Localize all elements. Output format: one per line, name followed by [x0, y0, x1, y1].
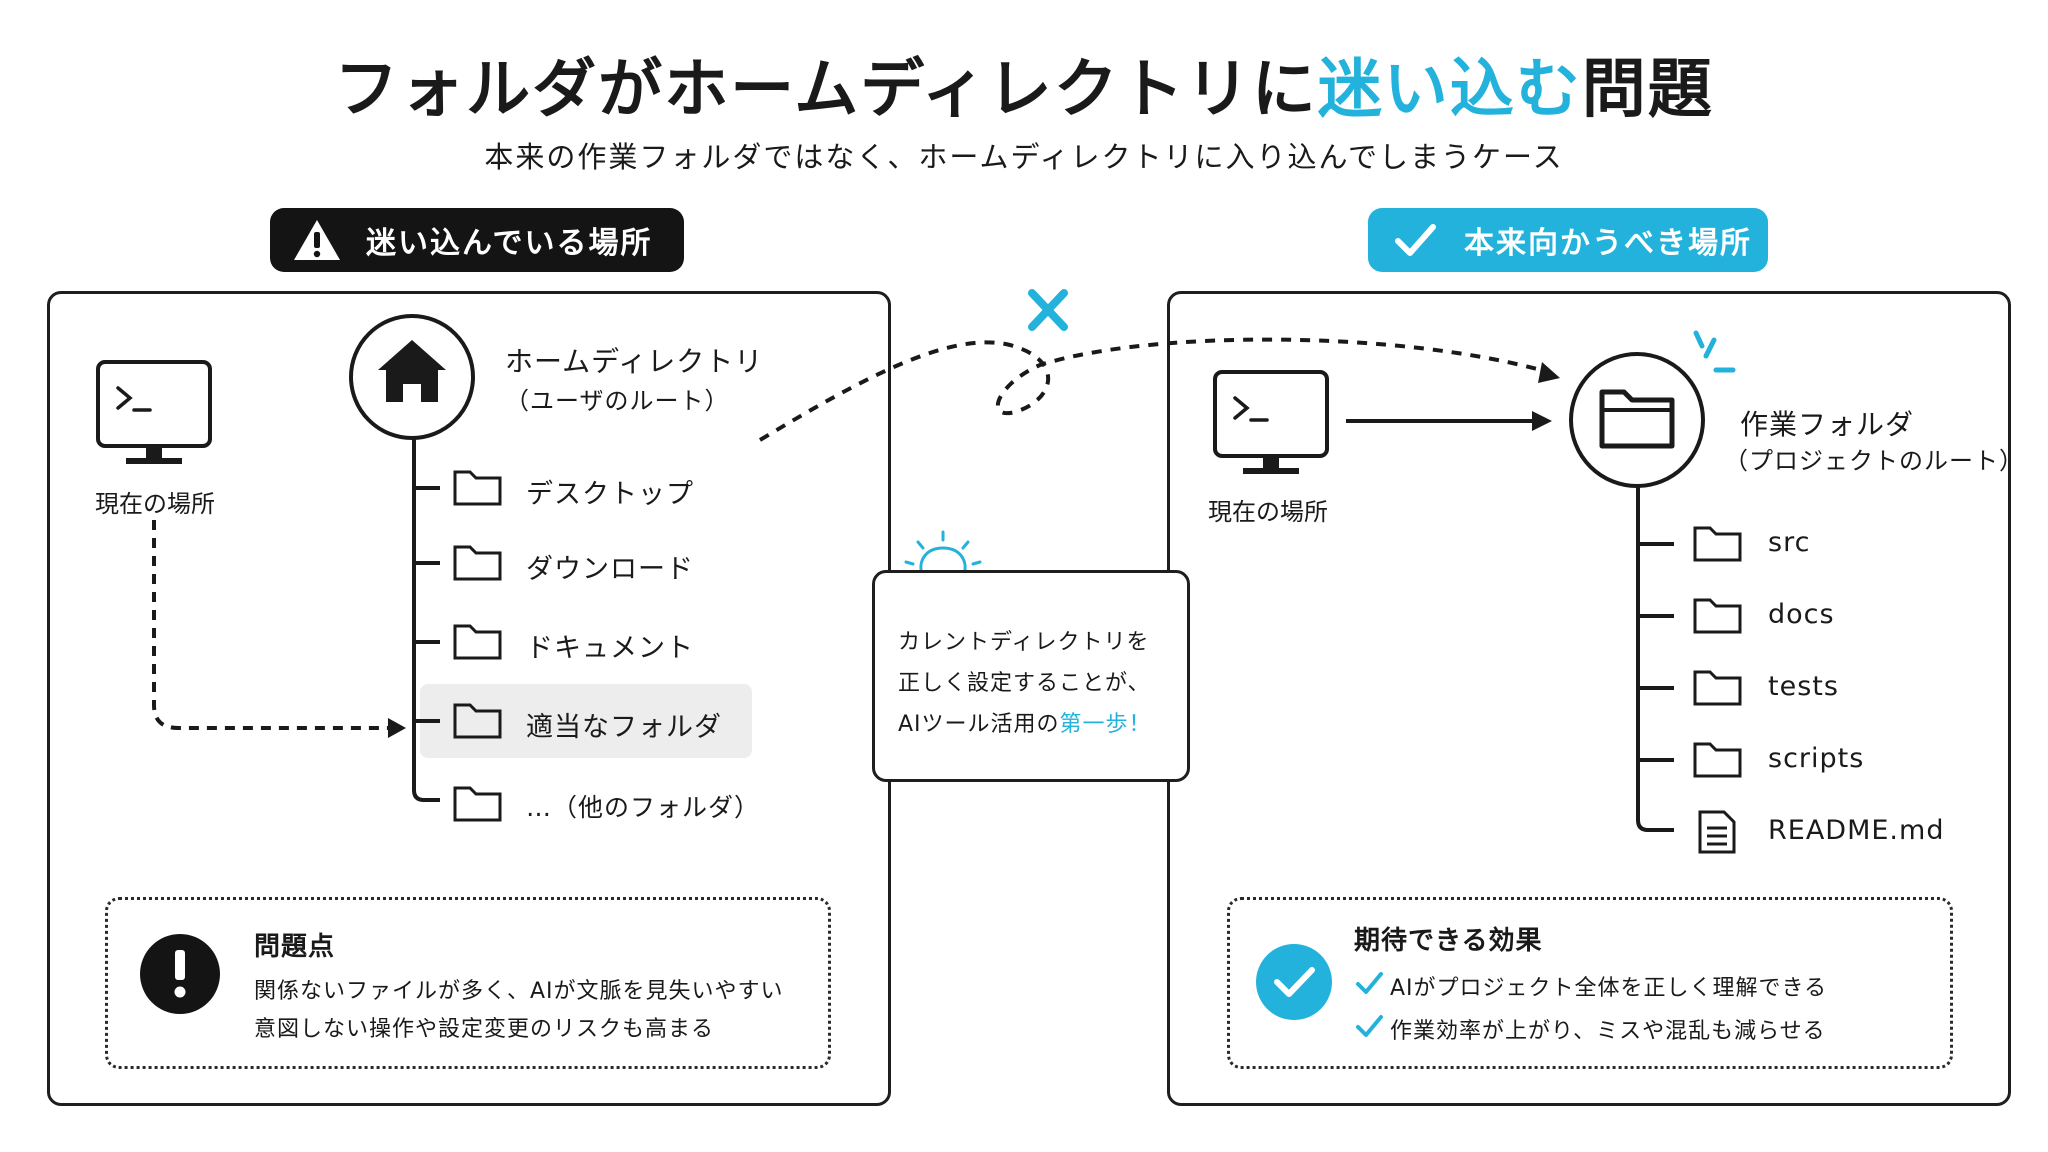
wrong-location-badge-label: 迷い込んでいる場所 — [366, 226, 653, 261]
project-root-title: 作業フォルダ — [1740, 408, 1915, 441]
left-current-location-label: 現在の場所 — [95, 490, 215, 518]
item-src[interactable]: src — [1768, 527, 1811, 558]
folder-downloads[interactable]: ダウンロード — [526, 554, 694, 585]
page-subtitle: 本来の作業フォルダではなく、ホームディレクトリに入り込んでしまうケース — [484, 140, 1564, 174]
benefit-box — [1227, 897, 1953, 1069]
correct-location-badge-label: 本来向かうべき場所 — [1464, 226, 1752, 261]
tip-line-3-prefix: AIツール活用の — [898, 712, 1060, 737]
title-accent: 迷い込む — [1317, 53, 1582, 127]
home-root-title: ホームディレクトリ — [505, 345, 764, 378]
benefit-line-1: AIがプロジェクト全体を正しく理解できる — [1390, 976, 1828, 1001]
problem-box — [105, 897, 831, 1069]
problem-line-1: 関係ないファイルが多く、AIが文脈を見失いやすい — [254, 979, 784, 1004]
warning-icon — [294, 220, 340, 260]
benefit-title: 期待できる効果 — [1354, 926, 1543, 956]
folder-others[interactable]: …（他のフォルダ） — [526, 793, 761, 822]
check-icon — [1395, 224, 1436, 256]
tip-box — [872, 570, 1190, 782]
tip-line-3: AIツール活用の第一歩！ — [898, 706, 1152, 738]
title-part1: フォルダがホームディレクトリに — [334, 53, 1318, 127]
item-scripts[interactable]: scripts — [1768, 743, 1865, 774]
item-readme[interactable]: README.md — [1768, 815, 1945, 846]
right-current-location-label: 現在の場所 — [1208, 498, 1328, 526]
page-title: フォルダがホームディレクトリに迷い込む問題 — [0, 38, 2048, 130]
item-docs[interactable]: docs — [1768, 599, 1835, 630]
folder-desktop[interactable]: デスクトップ — [526, 479, 694, 510]
folder-documents[interactable]: ドキュメント — [526, 633, 694, 664]
folder-random[interactable]: 適当なフォルダ — [526, 712, 722, 743]
project-root-subtitle: （プロジェクトのルート） — [1724, 447, 2024, 475]
benefit-line-2: 作業効率が上がり、ミスや混乱も減らせる — [1390, 1019, 1826, 1044]
tip-line-3-accent: 第一歩！ — [1059, 712, 1152, 737]
title-part2: 問題 — [1581, 53, 1714, 127]
home-root-subtitle: （ユーザのルート） — [505, 387, 730, 415]
item-tests[interactable]: tests — [1768, 671, 1839, 702]
problem-title: 問題点 — [254, 932, 336, 962]
tip-line-2: 正しく設定することが、 — [898, 671, 1151, 696]
tip-line-1: カレントディレクトリを — [898, 630, 1150, 655]
x-mark-icon — [1028, 289, 1068, 331]
problem-line-2: 意図しない操作や設定変更のリスクも高まる — [254, 1017, 715, 1042]
correct-location-badge: 本来向かうべき場所 — [1368, 208, 1768, 272]
wrong-location-badge: 迷い込んでいる場所 — [270, 208, 684, 272]
